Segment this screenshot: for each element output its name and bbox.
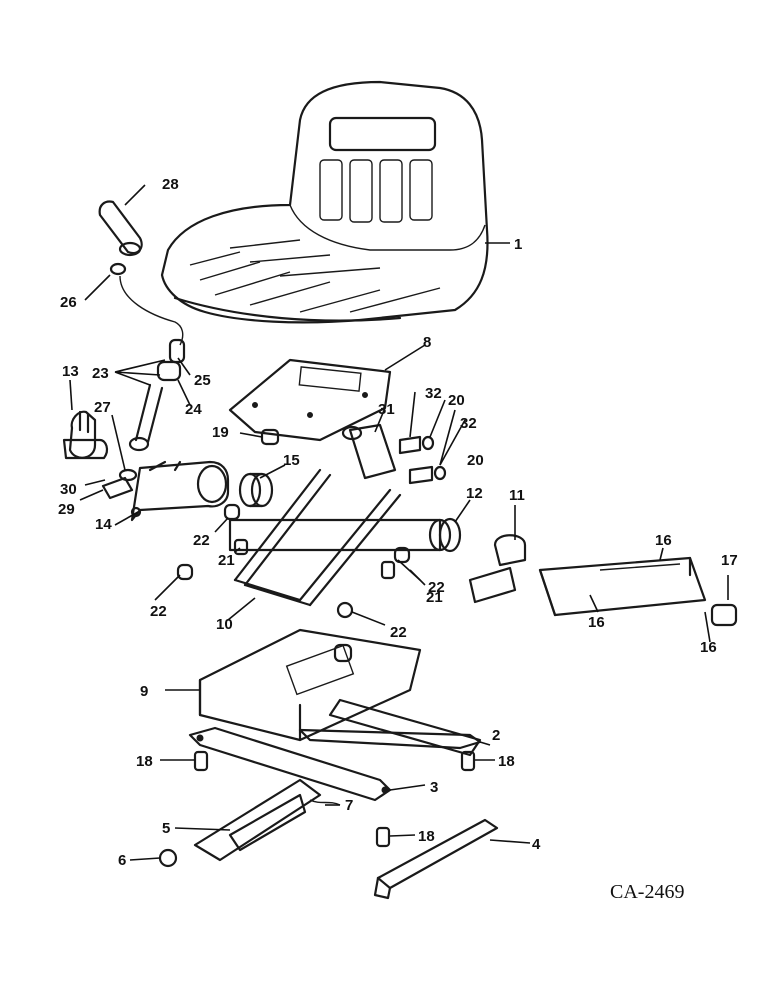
callout-10: 10: [216, 616, 233, 633]
slide-latch: [158, 778, 341, 868]
callout-7: 7: [345, 797, 353, 814]
drawing-code: CA-2469: [610, 881, 684, 903]
latch-parts: [62, 410, 138, 500]
callout-22-right: 22: [428, 579, 445, 596]
callout-18-bottom: 18: [418, 828, 435, 845]
callout-30: 30: [60, 481, 77, 498]
callout-20-bottom: 20: [467, 452, 484, 469]
callout-labels: 1 2 3 4 5 6 7 8 9 10 11 12 13 14 15 16 1…: [58, 176, 738, 869]
top-plate: [228, 358, 392, 446]
scissor-assembly: [176, 468, 462, 619]
callout-1: 1: [514, 236, 522, 253]
callout-16-top: 16: [655, 532, 672, 549]
callout-28: 28: [162, 176, 179, 193]
callout-14: 14: [95, 516, 112, 533]
shock-absorber-and-pins: [341, 423, 447, 485]
slide-rail: [373, 818, 499, 900]
callout-9: 9: [140, 683, 148, 700]
callout-32-lower: 32: [460, 415, 477, 432]
callout-20-top: 20: [448, 392, 465, 409]
callout-16-middle: 16: [588, 614, 605, 631]
seat: [160, 80, 489, 324]
callout-8: 8: [423, 334, 431, 351]
callout-25: 25: [194, 372, 211, 389]
callout-18-left: 18: [136, 753, 153, 770]
callout-27: 27: [94, 399, 111, 416]
callout-5: 5: [162, 820, 170, 837]
callout-4: 4: [532, 836, 541, 853]
callout-16-end: 16: [700, 639, 717, 656]
callout-22-lower: 22: [390, 624, 407, 641]
callout-6: 6: [118, 852, 126, 869]
callout-15: 15: [283, 452, 300, 469]
callout-19: 19: [212, 424, 229, 441]
callout-31: 31: [378, 401, 395, 418]
adjusting-lever: [98, 200, 186, 452]
callout-2: 2: [492, 727, 500, 744]
callout-21-right: 21: [426, 589, 443, 606]
callout-17: 17: [721, 552, 738, 569]
callout-24: 24: [185, 401, 202, 418]
callout-18-right: 18: [498, 753, 515, 770]
callout-12: 12: [466, 485, 483, 502]
callout-13: 13: [62, 363, 79, 380]
rail-tube: [468, 534, 738, 627]
callout-21-left: 21: [218, 552, 235, 569]
callout-29: 29: [58, 501, 75, 518]
callout-22-upper: 22: [193, 532, 210, 549]
base-plate: [198, 628, 482, 757]
callout-22-left: 22: [150, 603, 167, 620]
callout-32-top: 32: [425, 385, 442, 402]
callout-26: 26: [60, 294, 77, 311]
leader-lines: [69, 184, 729, 861]
callout-23: 23: [92, 365, 109, 382]
pivot-bracket: [130, 460, 230, 522]
callout-3: 3: [430, 779, 438, 796]
callout-11: 11: [509, 487, 525, 504]
